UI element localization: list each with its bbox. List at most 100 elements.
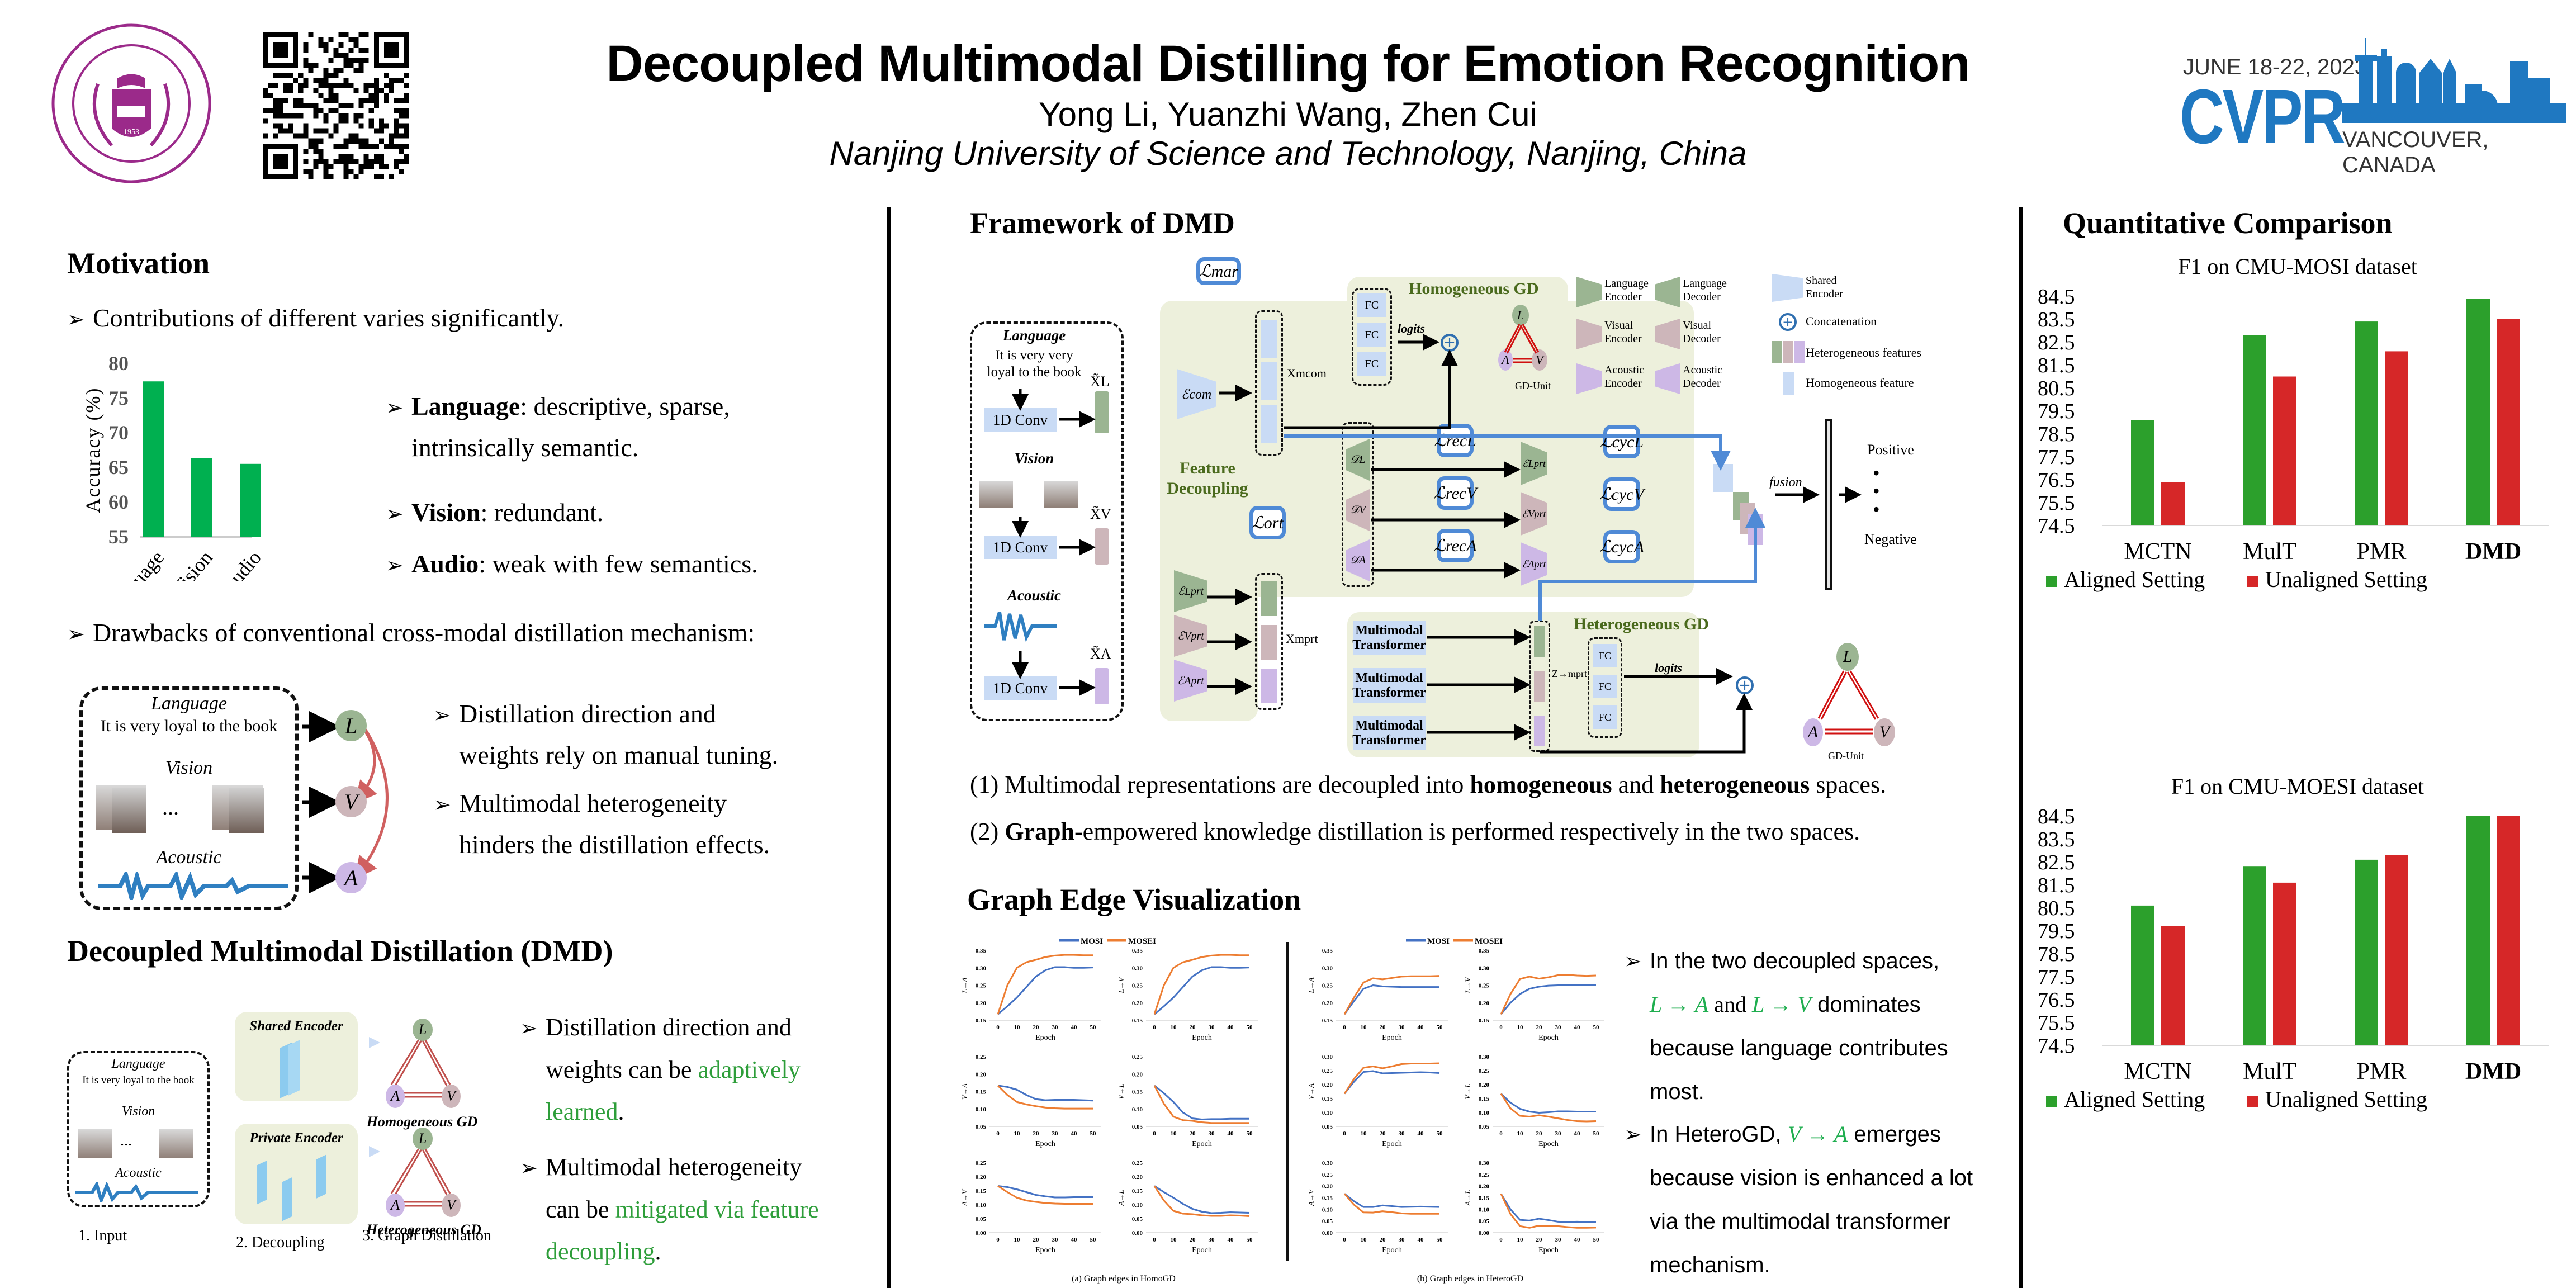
heterogeneous-feature-stack xyxy=(1255,573,1283,710)
y-tick-label: 0.25 xyxy=(1479,1068,1490,1074)
face-image-icon xyxy=(159,1129,193,1158)
homo-node-a: A xyxy=(386,1085,405,1108)
line-mosei xyxy=(997,954,1093,1015)
x-tick-label: 50 xyxy=(1437,1237,1443,1243)
y-tick-label: 0.05 xyxy=(976,1216,987,1223)
x-tick-label: 40 xyxy=(1418,1130,1424,1137)
conference-name: CVPR xyxy=(2180,74,2346,160)
conv-language: 1D Conv xyxy=(984,408,1057,432)
x-tick-label: 30 xyxy=(1555,1237,1562,1243)
modality-audio-point: ➢Audio: weak with few semantics. xyxy=(386,543,758,585)
framework-heading: Framework of DMD xyxy=(970,206,1235,240)
fw-vision-label: Vision xyxy=(1014,450,1054,467)
x-axis-label: Epoch xyxy=(1192,1246,1212,1254)
legend-swatch xyxy=(2046,576,2057,587)
fw-acoustic-label: Acoustic xyxy=(1007,587,1061,604)
y-tick-label: 0.05 xyxy=(1322,1218,1333,1225)
x-axis-label: Epoch xyxy=(1382,1140,1402,1148)
node-vision: V xyxy=(335,786,367,817)
x-tick-label: 50 xyxy=(1247,1024,1253,1031)
x-tick-label: 30 xyxy=(1209,1024,1215,1031)
hetero-fc-stack xyxy=(1588,637,1622,738)
y-tick-label: 0.20 xyxy=(1132,1071,1143,1078)
y-tick-label: 75.5 xyxy=(2038,491,2075,515)
y-tick-label: 0.25 xyxy=(1479,983,1490,989)
y-tick-label: 0.15 xyxy=(1322,1195,1333,1202)
y-tick-label: 0.10 xyxy=(976,1106,987,1113)
bullet-arrow-icon: ➢ xyxy=(433,703,451,727)
dmd-language-label: Language xyxy=(111,1057,165,1071)
node-acoustic: A xyxy=(335,862,367,893)
chart-caption: (b) Graph edges in HeteroGD xyxy=(1417,1274,1523,1284)
y-tick-label: 0.15 xyxy=(1132,1017,1143,1024)
y-tick-label: 0.20 xyxy=(1479,1082,1490,1088)
y-tick-label: 0.25 xyxy=(1479,1172,1490,1178)
legend-label: MOSEI xyxy=(1128,937,1156,946)
input-language-label: Language xyxy=(151,693,227,714)
y-tick-label: 0.35 xyxy=(1479,948,1490,954)
homo-feature xyxy=(1261,405,1277,443)
y-tick-label: 77.5 xyxy=(2038,965,2075,989)
face-image-icon xyxy=(979,481,1013,508)
x-tick-label: 30 xyxy=(1399,1237,1405,1243)
y-tick-label: 0.05 xyxy=(1322,1124,1333,1130)
bar-pmr-aligned xyxy=(2355,321,2378,525)
y-tick-label: 0.10 xyxy=(1479,1206,1490,1213)
y-tick-label: 79.5 xyxy=(2038,400,2075,423)
x-tick-label: 0 xyxy=(1343,1130,1346,1137)
legend-label: Unaligned Setting xyxy=(2265,567,2427,592)
x-tick-label: 0 xyxy=(996,1024,1000,1031)
legend-label: MOSI xyxy=(1081,937,1103,946)
x-tick-label: 0 xyxy=(1499,1237,1503,1243)
bar-pmr-aligned xyxy=(2355,859,2378,1045)
y-axis-label: L→V xyxy=(1464,976,1472,993)
y-tick-label: 0.10 xyxy=(1322,1110,1333,1116)
affiliation: Nanjing University of Science and Techno… xyxy=(829,135,1747,172)
y-tick-label: 83.5 xyxy=(2038,308,2075,332)
y-tick-label: 0.20 xyxy=(1132,1000,1143,1007)
quant-heading: Quantitative Comparison xyxy=(2063,206,2393,240)
y-tick-label: 0.10 xyxy=(1132,1202,1143,1209)
x-axis-label: Epoch xyxy=(1035,1034,1055,1042)
x-tick-label: 50 xyxy=(1090,1130,1097,1137)
dmd-heading: Decoupled Multimodal Distillation (DMD) xyxy=(67,934,613,968)
homo-gd-node-a: A xyxy=(1498,349,1513,371)
x-tick-label: 10 xyxy=(1171,1237,1177,1243)
x-tick-label: 30 xyxy=(1052,1130,1059,1137)
bar-mctn-aligned xyxy=(2131,905,2154,1045)
line-mosi xyxy=(1500,1093,1596,1114)
audio-waveform-icon xyxy=(75,1182,198,1202)
y-tick-label: 74.5 xyxy=(2038,1034,2075,1058)
x-tick-label: 40 xyxy=(1228,1237,1234,1243)
qr-code-icon[interactable] xyxy=(263,32,410,179)
framework-input-box xyxy=(970,321,1124,721)
x-tick-label: Language xyxy=(100,546,168,581)
hetero-node-l: L xyxy=(413,1128,433,1150)
homo-gd-title: Homogeneous GD xyxy=(1409,280,1539,298)
y-tick-label: 83.5 xyxy=(2038,828,2075,851)
x-tick-label: Vision xyxy=(166,546,217,581)
x-tick-label: 20 xyxy=(1380,1237,1386,1243)
x-tick-label: 20 xyxy=(1536,1237,1543,1243)
y-tick-label: 0.20 xyxy=(1322,1000,1333,1007)
xl-label: X̃L xyxy=(1090,373,1110,390)
x-tick-label: 10 xyxy=(1171,1130,1177,1137)
line-mosi xyxy=(997,966,1093,1015)
homo-gd-edges xyxy=(1504,324,1540,363)
x-tick-label: 40 xyxy=(1574,1237,1581,1243)
y-tick-label: 0.15 xyxy=(976,1017,987,1024)
line-mosei xyxy=(1500,1093,1597,1123)
feature-acoustic xyxy=(1095,668,1109,704)
dmd-point-1: ➢Distillation direction and weights can … xyxy=(520,1006,801,1133)
step-decoupling: 2. Decoupling xyxy=(236,1234,325,1251)
hetero-node-a: A xyxy=(386,1194,405,1217)
y-axis-label: V→A xyxy=(960,1083,969,1100)
y-tick-label: 0.35 xyxy=(976,948,987,954)
x-tick-label: 40 xyxy=(1574,1130,1581,1137)
motivation-bullet-2: ➢Drawbacks of conventional cross-modal d… xyxy=(67,612,755,654)
dmd-acoustic-label: Acoustic xyxy=(115,1166,162,1180)
x-tick-label: 50 xyxy=(1437,1024,1443,1031)
line-mosi xyxy=(1500,984,1596,1015)
xv-label: X̃V xyxy=(1090,506,1111,522)
